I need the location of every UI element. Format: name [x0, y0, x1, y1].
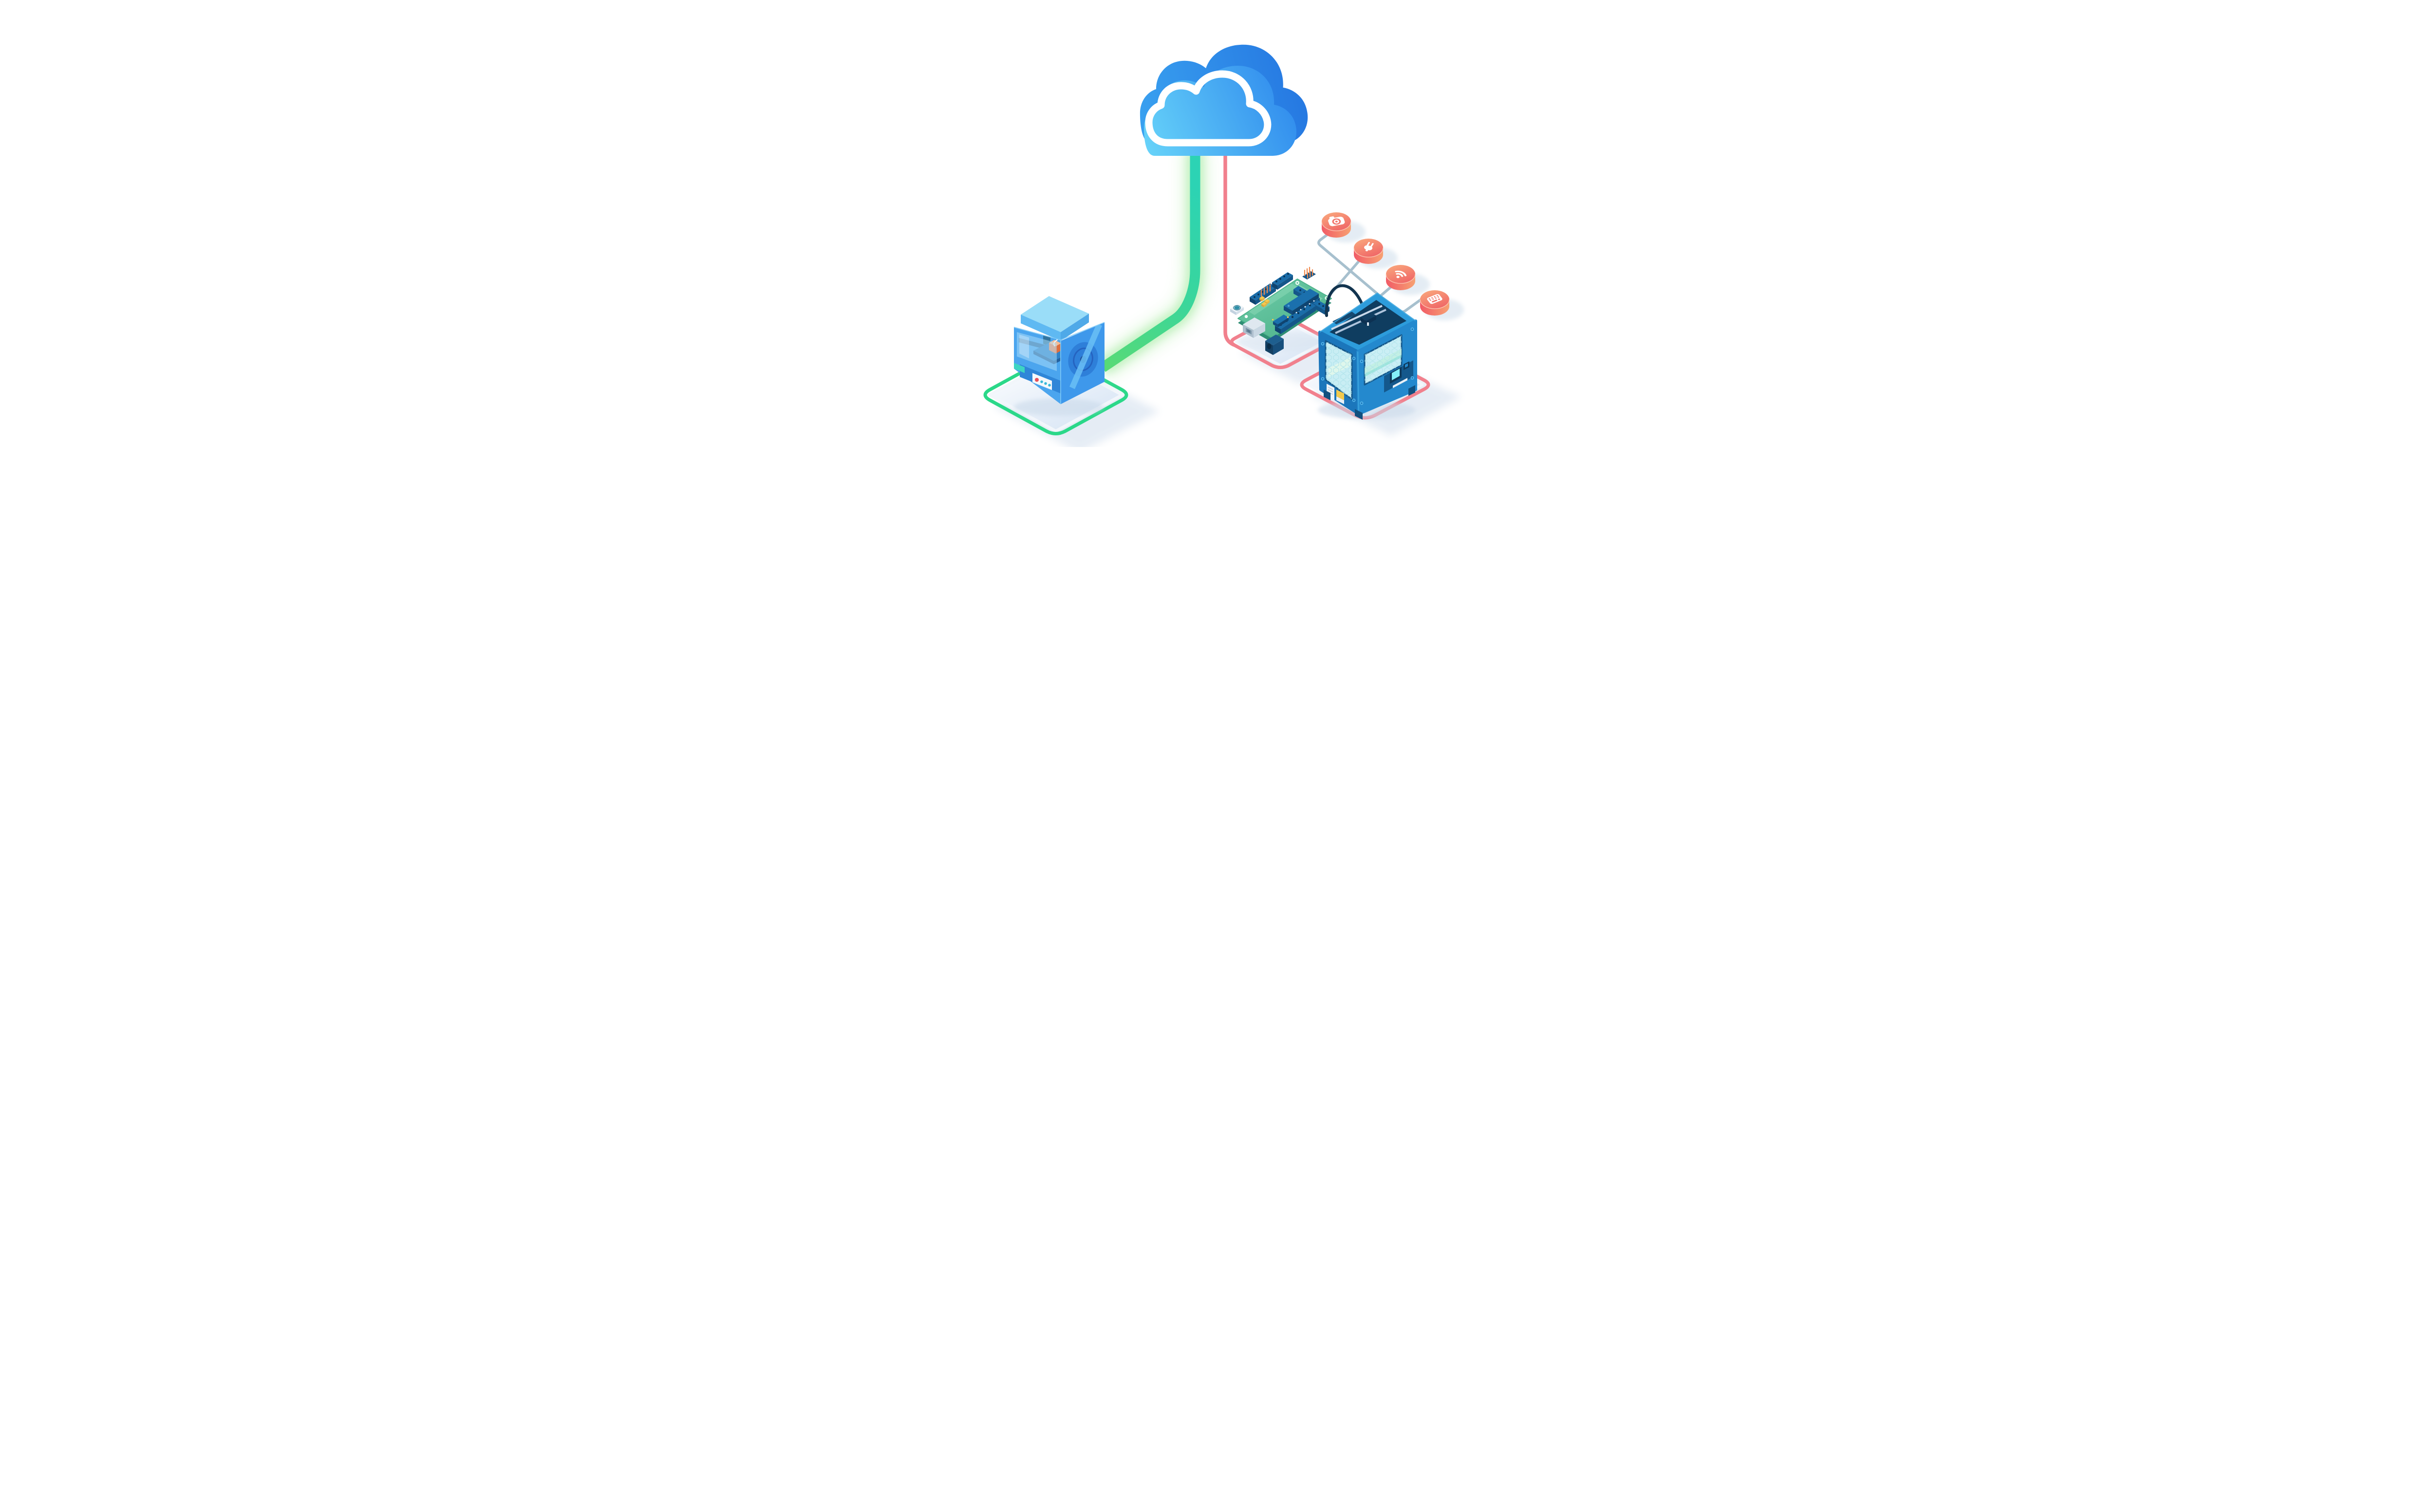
printer-left-lid-front: [1020, 315, 1061, 341]
printer-right-side-window: [1364, 334, 1402, 386]
power-plug-icon: [1364, 242, 1374, 252]
printer-right-console: [1384, 360, 1413, 392]
pcb-strip-a: [1248, 283, 1297, 315]
illustration-stage: [835, 0, 1600, 447]
printer-right-gantry: [1330, 305, 1386, 334]
puck-rim: [1419, 299, 1450, 309]
console-dot-2: [1044, 382, 1047, 385]
screen: [1391, 369, 1400, 380]
printer-left-spool: [1068, 323, 1102, 389]
keypad-icon: [1426, 294, 1442, 304]
wireless-signal-icon: [1394, 270, 1406, 279]
printed-cube-right: [1055, 343, 1061, 354]
printer-right-screws: [1321, 327, 1414, 405]
printer-left-contact-shadow: [1013, 398, 1104, 416]
edge-cloud-printer-green: [1099, 150, 1200, 372]
usb-port: [1242, 317, 1265, 338]
peripheral-keypad: [1419, 290, 1450, 316]
peripheral-plug: [1353, 239, 1384, 264]
cloud-node: [1140, 44, 1308, 156]
puck-side: [1420, 299, 1449, 316]
reset-button: [1230, 304, 1244, 315]
puck-rim: [1385, 274, 1416, 284]
printer-left-glass: [1016, 332, 1057, 371]
edge-cloud-controller-red: [1223, 149, 1236, 347]
puck-rim: [1321, 221, 1351, 231]
console-record-dot: [1034, 378, 1039, 382]
board-contact-shadow: [1238, 332, 1331, 352]
printer-left-glass-highlight: [1019, 335, 1029, 358]
printer-right: [1317, 284, 1417, 420]
puck-side: [1321, 222, 1351, 238]
controller-board: [1230, 266, 1332, 355]
scene: [983, 44, 1464, 447]
printer-left-lid-top: [1020, 296, 1089, 332]
printer-right-frame-edges: [1319, 292, 1416, 414]
card-slot: [1392, 378, 1407, 388]
header-upper-left-2: [1272, 272, 1293, 290]
mount-hole-1-center: [1296, 282, 1298, 284]
camera-icon: [1328, 216, 1345, 226]
puck-rim: [1353, 247, 1384, 258]
capacitors-yellow: [1259, 296, 1270, 307]
main-ic-chip: [1283, 289, 1319, 315]
mount-hole-3: [1244, 315, 1248, 318]
pin-header-cluster-a: [1302, 266, 1316, 280]
printer-left-teal-lip: [1013, 363, 1025, 373]
peripheral-camera: [1321, 212, 1351, 238]
peripheral-wireless: [1385, 265, 1416, 290]
printer-left-lid-right: [1060, 314, 1089, 341]
puck-side: [1386, 274, 1415, 290]
peripheral-pucks: [1321, 212, 1450, 316]
printer-left-edges: [1013, 322, 1105, 404]
printer-right-front-window: [1325, 340, 1352, 400]
printer-right-feet: [1323, 385, 1415, 420]
console-dot-3: [1048, 384, 1051, 387]
power-jack: [1265, 335, 1284, 355]
console-dot-1: [1040, 380, 1043, 383]
pin-header-cluster-b: [1260, 284, 1271, 297]
small-ic-chip: [1272, 315, 1289, 327]
print-carriage: [1360, 312, 1376, 321]
puck-side: [1353, 248, 1383, 264]
cloud-outline-icon: [1145, 70, 1271, 147]
printer-left: [1013, 296, 1105, 416]
